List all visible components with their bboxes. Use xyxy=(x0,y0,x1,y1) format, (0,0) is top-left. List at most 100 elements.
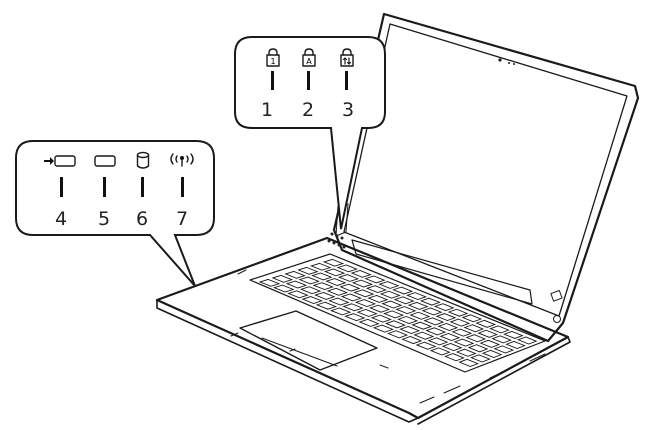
keyboard-key xyxy=(342,303,364,312)
keyboard-key xyxy=(407,301,429,310)
keyboard-key xyxy=(406,292,428,301)
keyboard-key xyxy=(451,328,473,337)
keyboard-key xyxy=(315,301,338,310)
keyboard-key xyxy=(479,339,501,348)
keyboard-key xyxy=(387,330,409,339)
keyboard-key xyxy=(467,344,489,353)
keyboard-keys xyxy=(258,258,538,367)
keyboard-key xyxy=(258,278,281,287)
keyboard-key xyxy=(409,311,431,320)
keyboard-key xyxy=(435,313,457,322)
keyboard-key xyxy=(356,308,378,317)
keyboard-key xyxy=(421,307,443,316)
keyboard-key xyxy=(470,354,491,363)
keyboard-key xyxy=(491,335,512,344)
svg-text:1: 1 xyxy=(270,57,275,66)
indicator-bar-2 xyxy=(307,71,310,90)
keyboard-key xyxy=(429,347,451,356)
keyboard-key xyxy=(433,303,455,312)
keyboard-key xyxy=(367,294,389,303)
keyboard-key xyxy=(285,280,308,289)
keyboard-key xyxy=(384,320,407,329)
indicator-number-7: 7 xyxy=(176,208,188,230)
keyboard-key xyxy=(309,262,332,271)
keyboard-key xyxy=(378,281,400,289)
keyboard-key xyxy=(477,329,499,338)
keyboard-key xyxy=(365,285,387,294)
keyboard-key xyxy=(336,264,358,273)
battery-icon xyxy=(94,155,116,167)
keyboard-key xyxy=(284,270,306,279)
keyboard-key xyxy=(475,319,497,328)
keyboard-key xyxy=(325,278,347,286)
keyboard-key xyxy=(354,299,377,308)
keyboard-key xyxy=(370,314,392,323)
keyboard-key xyxy=(337,274,360,282)
keyboard-key xyxy=(399,325,421,335)
keyboard-key xyxy=(353,289,375,298)
keyboard-key xyxy=(449,318,471,327)
keyboard-key xyxy=(328,297,350,306)
keyboard-key xyxy=(383,310,405,319)
num-lock-icon: 1 xyxy=(266,48,280,67)
keyboard-key xyxy=(441,342,463,352)
keyboard-key xyxy=(364,275,386,284)
keyboard-key xyxy=(350,269,372,278)
indicator-bar-4 xyxy=(60,177,63,197)
keyboard-key xyxy=(312,282,334,291)
keyboard-key xyxy=(393,296,415,305)
keyboard-key xyxy=(453,338,475,347)
keyboard-key xyxy=(447,308,469,317)
indicator-bar-6 xyxy=(141,177,144,197)
callout-left: 4 5 6 7 xyxy=(15,140,215,287)
keyboard-key xyxy=(439,332,461,342)
indicator-bar-5 xyxy=(103,177,106,197)
keyboard-key xyxy=(344,313,366,322)
keyboard-key xyxy=(314,291,336,300)
keyboard-key xyxy=(503,330,524,339)
indicator-bar-1 xyxy=(271,71,274,90)
keyboard-key xyxy=(301,296,323,304)
keyboard-key xyxy=(329,307,352,316)
keyboard-key xyxy=(287,290,309,299)
keyboard-key xyxy=(419,297,441,306)
keyboard-key xyxy=(427,337,449,346)
keyboard-key xyxy=(489,325,510,334)
touchpad xyxy=(239,310,378,371)
keyboard-key xyxy=(311,272,333,281)
indicator-number-3: 3 xyxy=(342,99,354,121)
keyboard-key xyxy=(425,327,447,336)
keyboard-key xyxy=(298,276,320,285)
svg-text:A: A xyxy=(306,57,312,66)
keyboard-key xyxy=(358,318,380,327)
keyboard-key xyxy=(379,290,401,299)
keyboard-key xyxy=(411,321,433,330)
keyboard-key xyxy=(493,345,515,354)
disk-access-icon xyxy=(136,151,150,169)
indicator-number-6: 6 xyxy=(136,208,148,230)
keyboard-key xyxy=(299,286,322,295)
keyboard-key xyxy=(415,341,437,350)
keyboard-key xyxy=(455,348,477,357)
battery-charging-icon xyxy=(44,155,76,167)
wireless-icon xyxy=(170,153,194,167)
keyboard-key xyxy=(461,314,483,323)
indicator-number-5: 5 xyxy=(98,208,110,230)
keyboard-key xyxy=(392,286,414,295)
keyboard-key xyxy=(339,283,361,292)
scroll-lock-icon xyxy=(340,48,354,67)
indicator-number-4: 4 xyxy=(55,208,67,230)
callout-left-bubble xyxy=(15,140,215,287)
keyboard-key xyxy=(368,304,391,313)
indicator-bar-3 xyxy=(345,71,348,90)
keyboard-key xyxy=(340,293,363,302)
keyboard-key xyxy=(516,336,538,345)
callout-top: 1 A 1 2 3 xyxy=(234,36,386,230)
keyboard-key xyxy=(481,349,503,358)
keyboard-key xyxy=(397,316,419,325)
keyboard-key xyxy=(326,287,349,296)
keyboard-key xyxy=(505,340,526,350)
keyboard-key xyxy=(437,322,459,331)
keyboard-key xyxy=(458,358,480,367)
